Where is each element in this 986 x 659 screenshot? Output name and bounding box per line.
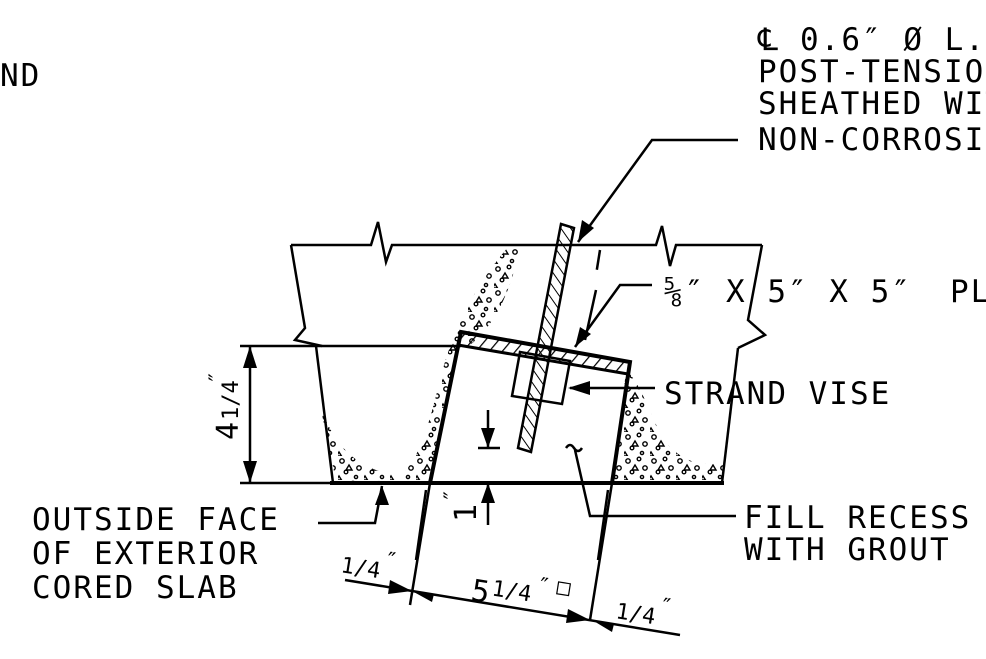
recess-width-unit-text: ″ <box>535 573 552 600</box>
callout-outside-face: OUTSIDE FACE OF EXTERIOR CORED SLAB <box>32 502 280 606</box>
leader-lines <box>318 138 738 525</box>
gap-left-unit-text: ″ <box>382 548 399 575</box>
fill-label-line1: FILL RECESS <box>744 500 971 536</box>
plate-symbol: PL <box>950 274 986 310</box>
strand-label-line1: 0.6″ Ø L.R. <box>800 22 986 58</box>
strand-label-line4: NON-CORROSIVE <box>758 122 986 158</box>
face-label-line2: OF EXTERIOR <box>32 536 259 572</box>
gap-right-unit-text: ″ <box>657 594 674 621</box>
grout-stipple-left <box>320 245 520 481</box>
offset-unit-text: ″ <box>441 489 466 502</box>
recess-width-dimension: 5 1/4 ″ □ 1/4 ″ 1/4 ″ <box>339 548 681 637</box>
strand-vise <box>510 350 572 406</box>
square-symbol: □ <box>555 575 573 602</box>
fill-label-line2: WITH GROUT <box>744 532 951 568</box>
recess-width-fraction-text: 1/4 <box>490 576 533 607</box>
offset-dimension: 1 ″ <box>441 410 500 525</box>
face-label-line1: OUTSIDE FACE <box>32 502 280 538</box>
depth-whole-text: 4 <box>211 422 246 440</box>
gap-left-fraction-text: 1/4 <box>339 553 382 584</box>
face-label-line3: CORED SLAB <box>32 570 239 606</box>
centerline-symbol: ℄ <box>757 22 780 58</box>
depth-dimension: 4 1/4 ″ <box>206 346 333 485</box>
left-edge-text-fragment: ND <box>0 58 41 94</box>
centerline-dashes <box>583 249 602 341</box>
grout-stipple-right <box>612 372 724 480</box>
grout-wave-mark <box>564 443 584 453</box>
strand-label-line2: POST-TENSIONING STRAND <box>758 54 986 90</box>
callout-fill: FILL RECESS WITH GROUT <box>744 500 971 568</box>
callout-plate: ⅝″ X 5″ X 5″ PL <box>664 274 986 310</box>
offset-value-text: 1 <box>449 504 484 522</box>
vise-label: STRAND VISE <box>664 376 891 412</box>
extension-lines <box>408 482 614 621</box>
callout-strand: ℄ 0.6″ Ø L.R. POST-TENSIONING STRAND SHE… <box>757 22 986 158</box>
strand-label-line3: SHEATHED WITH <box>758 86 986 122</box>
gap-right-fraction-text: 1/4 <box>614 599 657 630</box>
plate-label: ⅝″ X 5″ X 5″ <box>664 274 912 310</box>
depth-unit-text: ″ <box>206 371 231 384</box>
strand <box>516 222 576 454</box>
depth-fraction-text: 1/4 <box>219 380 244 420</box>
recess-width-whole-text: 5 <box>469 573 492 610</box>
